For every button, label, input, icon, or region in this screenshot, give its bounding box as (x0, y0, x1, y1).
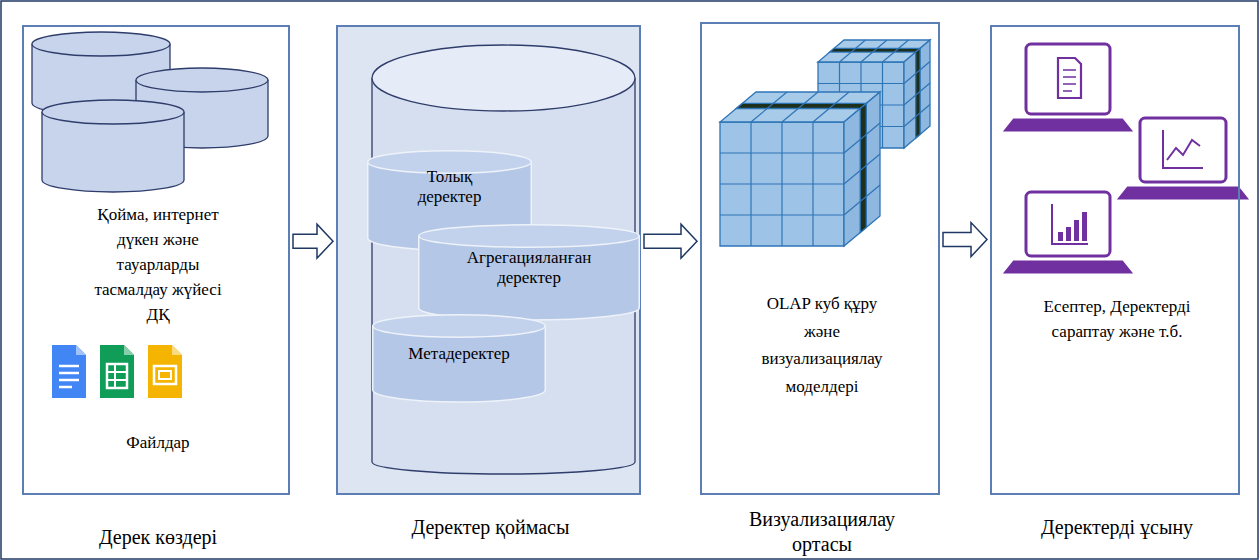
laptop-screen (1140, 118, 1226, 182)
stage-caption: Визуализациялау ортасы (722, 507, 922, 557)
stage-panel: Қойма, интернет дүкен және тауарларды та… (22, 25, 290, 495)
cube-grid (812, 122, 813, 246)
cube-grid (782, 92, 818, 122)
docs-icon (76, 345, 86, 355)
cube-grid (720, 183, 844, 184)
stage-panel: Деректер қоймасыТолық деректерАгрегациял… (336, 25, 641, 495)
laptops (1006, 44, 1246, 272)
laptop-base (1120, 188, 1246, 198)
cube-face (844, 92, 880, 246)
cylinder-label: Агрегацияланған деректер (439, 248, 619, 289)
laptop-screen (1026, 44, 1110, 114)
cube-grid (840, 40, 866, 62)
panel-text: Файлдар (34, 432, 282, 454)
stage-panel: OLAP куб құру және визуализациялау модел… (700, 22, 940, 495)
bar-chart-icon (1058, 212, 1087, 241)
docs-icon (52, 345, 86, 398)
cube-grid (904, 83, 930, 105)
cylinder-top (419, 225, 640, 248)
cube-grid (882, 62, 883, 148)
database-top (32, 32, 170, 56)
docs-icon (59, 366, 79, 387)
cube-grid (861, 40, 887, 62)
cube-grid (904, 62, 930, 84)
sheets-icon (100, 345, 134, 398)
sheets-icon (100, 345, 134, 398)
stage-caption: Деректер қоймасы (328, 514, 653, 540)
laptop-base (1006, 262, 1130, 272)
document-icon (1063, 70, 1076, 91)
olap-cube (720, 92, 880, 246)
stage-panel: Есептер, Деректерді сараптау және т.б.Де… (990, 25, 1240, 495)
laptop-screen (1026, 192, 1110, 256)
cube-grid (904, 105, 930, 127)
cube-grid (844, 185, 880, 215)
cube-grid (813, 92, 849, 122)
line-chart-icon (1163, 130, 1203, 168)
flow-arrow (943, 223, 987, 257)
slides-icon (148, 345, 182, 398)
flow-arrow (644, 224, 697, 258)
cube-grid (720, 214, 844, 215)
flow-arrow (293, 224, 333, 258)
sheets-icon (124, 345, 134, 355)
cube-grid (883, 40, 909, 62)
document-icon (1058, 58, 1081, 98)
sheets-icon (107, 364, 127, 388)
database-top (42, 100, 184, 124)
cylinder-label: Толық деректер (400, 167, 500, 208)
bar-chart-icon (1052, 204, 1088, 244)
slides-icon (148, 345, 182, 398)
line-chart-icon (1167, 140, 1200, 160)
olap-cubes (720, 40, 930, 246)
database-cylinder: Агрегацияланған деректер (418, 224, 640, 320)
cube-face (904, 40, 930, 148)
stage-caption: Деректерді ұсыну (982, 514, 1252, 540)
slides-icon (159, 371, 171, 379)
panel-ground (337, 26, 640, 494)
sheets-icon (114, 364, 116, 388)
warehouse-top (372, 45, 635, 111)
database-cylinder: Метадеректер (372, 314, 546, 402)
panel-text: OLAP куб құру және визуализациялау модел… (747, 290, 897, 400)
cube-face (720, 122, 844, 246)
slides-icon (154, 366, 176, 384)
cylinder-body (419, 236, 640, 320)
sheets-icon (107, 371, 127, 373)
sheets-icon (107, 379, 127, 381)
panel-text: Қойма, интернет дүкен және тауарларды та… (88, 203, 228, 328)
panel-text: Есептер, Деректерді сараптау және т.б. (1012, 295, 1222, 345)
database-top (136, 68, 268, 92)
source-databases (32, 32, 268, 192)
cube-grid (751, 92, 787, 122)
docs-icon (52, 345, 86, 398)
cylinder-label: Метадеректер (384, 344, 534, 364)
stage-caption: Дерек көздері (14, 524, 302, 550)
cube-grid (844, 123, 880, 153)
cylinder-top (373, 315, 546, 338)
slides-icon (172, 345, 182, 355)
laptop-base (1006, 120, 1130, 130)
cube-grid (844, 154, 880, 184)
